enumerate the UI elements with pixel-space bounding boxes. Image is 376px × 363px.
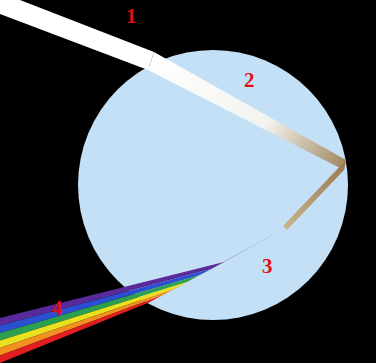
callout-number: 2 — [244, 70, 255, 91]
rainbow-band — [0, 295, 162, 363]
rainbow-band — [0, 275, 199, 340]
refracted-beam — [148, 52, 346, 170]
callout-number: 4 — [52, 298, 63, 319]
callout-number: 1 — [126, 6, 137, 27]
dispersed-fan — [0, 228, 285, 363]
rainbow-band — [0, 289, 175, 356]
inner-spectrum-band — [150, 228, 285, 302]
callout-number: 3 — [262, 256, 273, 277]
incoming-white-beam — [0, 0, 154, 70]
reflected-beam — [283, 160, 346, 230]
raindrop-circle — [78, 50, 348, 320]
rainbow-band — [0, 282, 187, 348]
rainbow-band — [0, 269, 212, 333]
